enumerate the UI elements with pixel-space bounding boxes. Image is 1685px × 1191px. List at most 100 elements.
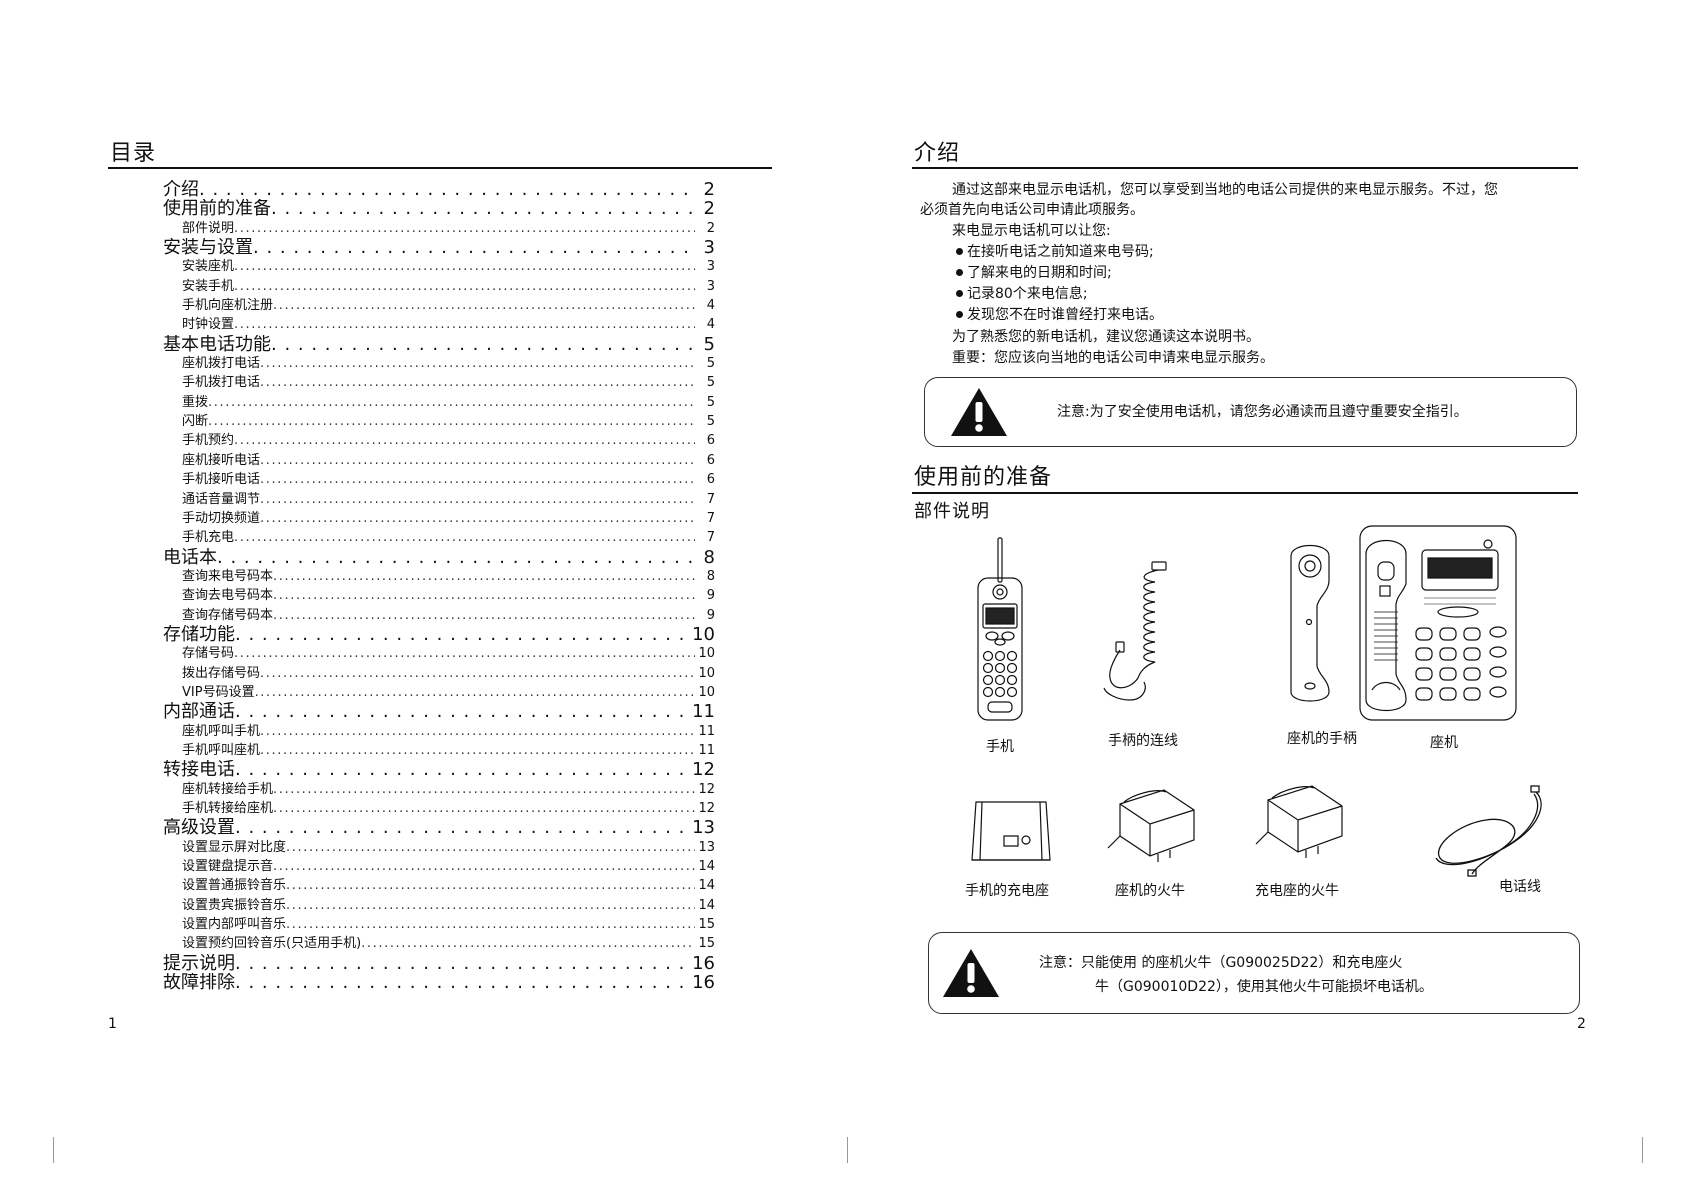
toc-entry-title: 重拨 bbox=[182, 394, 209, 410]
toc-page-number: 14 bbox=[698, 897, 715, 913]
toc-page-number: 16 bbox=[692, 973, 715, 993]
toc-entry-title: 部件说明 bbox=[182, 220, 235, 236]
page-number-left: 1 bbox=[108, 1016, 117, 1032]
intro-title-rule bbox=[912, 167, 1578, 169]
toc-page-number: 5 bbox=[706, 375, 715, 391]
toc-leader-dots bbox=[234, 257, 695, 276]
toc-entry-title: VIP号码设置 bbox=[182, 684, 255, 700]
toc-entry-title: 查询来电号码本 bbox=[182, 568, 274, 584]
toc-entry-title: 高级设置 bbox=[163, 818, 235, 838]
toc-entry-title: 手机拨打电话 bbox=[182, 375, 261, 391]
toc-section-row: 拨出存储号码10 bbox=[163, 664, 715, 683]
toc-leader-dots bbox=[253, 238, 695, 257]
toc-page-number: 7 bbox=[706, 491, 715, 507]
warning-icon bbox=[941, 947, 1001, 1003]
intro-capabilities: 来电显示电话机可以让您: bbox=[952, 223, 1111, 239]
bullet-item: 了解来电的日期和时间; bbox=[956, 263, 1112, 283]
caption-cord: 手柄的连线 bbox=[1108, 733, 1178, 749]
toc-entry-title: 使用前的准备 bbox=[163, 199, 271, 219]
toc-section-row: 座机拨打电话5 bbox=[163, 354, 715, 373]
toc-section-row: 查询去电号码本9 bbox=[163, 586, 715, 605]
toc-section-row: 手机向座机注册 4 bbox=[163, 296, 715, 315]
intro-paragraph-line2: 必须首先向电话公司申请此项服务。 bbox=[920, 202, 1144, 218]
toc-page-number: 5 bbox=[703, 334, 715, 355]
toc-entry-title: 转接电话 bbox=[163, 760, 235, 780]
toc-entry-title: 存储功能 bbox=[163, 624, 235, 645]
page-number-right: 2 bbox=[1577, 1016, 1586, 1032]
toc-section-row: 时钟设置4 bbox=[163, 315, 715, 334]
toc-section-row: 存储号码 10 bbox=[163, 644, 715, 663]
toc-leader-dots bbox=[273, 780, 695, 799]
toc-entry-title: 手机向座机注册 bbox=[182, 298, 274, 314]
toc-page-number: 6 bbox=[706, 452, 715, 468]
toc-page-number: 10 bbox=[698, 646, 715, 662]
toc-page-number: 11 bbox=[692, 702, 715, 722]
toc-leader-dots bbox=[286, 915, 695, 934]
caption-charger: 手机的充电座 bbox=[965, 883, 1049, 899]
toc-section-row: 座机转接给手机12 bbox=[163, 780, 715, 799]
toc-leader-dots bbox=[361, 934, 695, 953]
toc-leader-dots bbox=[273, 606, 695, 625]
toc-leader-dots bbox=[255, 683, 695, 702]
toc-entry-title: 设置键盘提示音 bbox=[182, 859, 274, 875]
toc-entry-title: 时钟设置 bbox=[182, 317, 235, 333]
toc-entry-title: 查询存储号码本 bbox=[182, 607, 274, 623]
toc-page-number: 9 bbox=[706, 607, 715, 623]
table-of-contents: 介绍2使用前的准备2部件说明2安装与设置3安装座机3安装手机3手机向座机注册4时… bbox=[163, 180, 715, 992]
toc-section-row: 手机接听电话6 bbox=[163, 470, 715, 489]
toc-section-row: 安装手机3 bbox=[163, 277, 715, 296]
left-page: 目录 介绍2使用前的准备2部件说明2安装与设置3安装座机3安装手机3手机向座机注… bbox=[0, 0, 842, 1191]
toc-chapter-row: 提示说明16 bbox=[163, 954, 715, 973]
toc-page-number: 5 bbox=[706, 394, 715, 410]
toc-page-number: 3 bbox=[703, 238, 715, 258]
toc-page-number: 6 bbox=[706, 433, 715, 449]
toc-page-number: 12 bbox=[698, 801, 715, 816]
toc-section-row: 设置键盘提示音 14 bbox=[163, 857, 715, 876]
toc-entry-title: 通话音量调节 bbox=[182, 491, 261, 507]
toc-chapter-row: 转接电话12 bbox=[163, 760, 715, 779]
toc-leader-dots bbox=[260, 451, 695, 470]
adapter-notice-line1: 注意：只能使用 的座机火牛（G090025D22）和充电座火 bbox=[1039, 955, 1403, 971]
toc-page-number: 14 bbox=[698, 859, 715, 875]
adapter-notice-box: 注意：只能使用 的座机火牛（G090025D22）和充电座火 牛（G090010… bbox=[928, 932, 1580, 1014]
toc-leader-dots bbox=[234, 277, 695, 296]
intro-paragraph-line1: 通过这部来电显示电话机，您可以享受到当地的电话公司提供的来电显示服务。不过，您 bbox=[952, 182, 1498, 198]
toc-page-number: 10 bbox=[698, 684, 715, 700]
toc-leader-dots bbox=[273, 296, 695, 315]
caption-base-adapter: 座机的火牛 bbox=[1115, 883, 1185, 899]
parts-subtitle: 部件说明 bbox=[914, 501, 990, 522]
bullet-item: 发现您不在时谁曾经打来电话。 bbox=[956, 305, 1163, 325]
toc-page-number: 5 bbox=[706, 414, 715, 430]
base-unit-illustration bbox=[1358, 524, 1518, 724]
right-page: 介绍 通过这部来电显示电话机，您可以享受到当地的电话公司提供的来电显示服务。不过… bbox=[842, 0, 1685, 1191]
intro-recommendation: 为了熟悉您的新电话机，建议您通读这本说明书。 bbox=[952, 329, 1260, 345]
toc-leader-dots bbox=[260, 722, 695, 741]
toc-title-rule bbox=[108, 167, 772, 169]
caption-handset: 手机 bbox=[986, 739, 1014, 755]
toc-leader-dots bbox=[260, 354, 695, 373]
toc-section-row: 设置普通振铃音乐14 bbox=[163, 876, 715, 895]
toc-leader-dots bbox=[235, 760, 692, 779]
toc-entry-title: 提示说明 bbox=[163, 953, 235, 974]
toc-leader-dots bbox=[260, 509, 695, 528]
toc-section-row: 设置内部呼叫音乐15 bbox=[163, 915, 715, 934]
safety-notice-box: 注意:为了安全使用电话机，请您务必通读而且遵守重要安全指引。 bbox=[924, 377, 1577, 447]
toc-section-row: 手机转接给座机12 bbox=[163, 799, 715, 818]
toc-entry-title: 手动切换频道 bbox=[182, 510, 261, 526]
toc-entry-title: 手机预约 bbox=[182, 433, 235, 449]
toc-page-number: 15 bbox=[698, 936, 715, 952]
toc-page-number: 4 bbox=[706, 298, 715, 314]
toc-section-row: 部件说明2 bbox=[163, 219, 715, 238]
toc-leader-dots bbox=[208, 393, 695, 412]
toc-section-row: 通话音量调节 7 bbox=[163, 490, 715, 509]
toc-entry-title: 存储号码 bbox=[182, 646, 235, 662]
toc-page-number: 10 bbox=[692, 624, 715, 645]
toc-page-number: 7 bbox=[706, 510, 715, 526]
bullet-item: 记录80个来电信息; bbox=[956, 284, 1088, 304]
toc-leader-dots bbox=[234, 315, 695, 334]
toc-leader-dots bbox=[271, 199, 695, 218]
toc-leader-dots bbox=[260, 664, 695, 683]
handset-illustration bbox=[974, 536, 1026, 724]
toc-section-row: 设置贵宾振铃音乐14 bbox=[163, 896, 715, 915]
toc-entry-title: 基本电话功能 bbox=[163, 334, 271, 355]
